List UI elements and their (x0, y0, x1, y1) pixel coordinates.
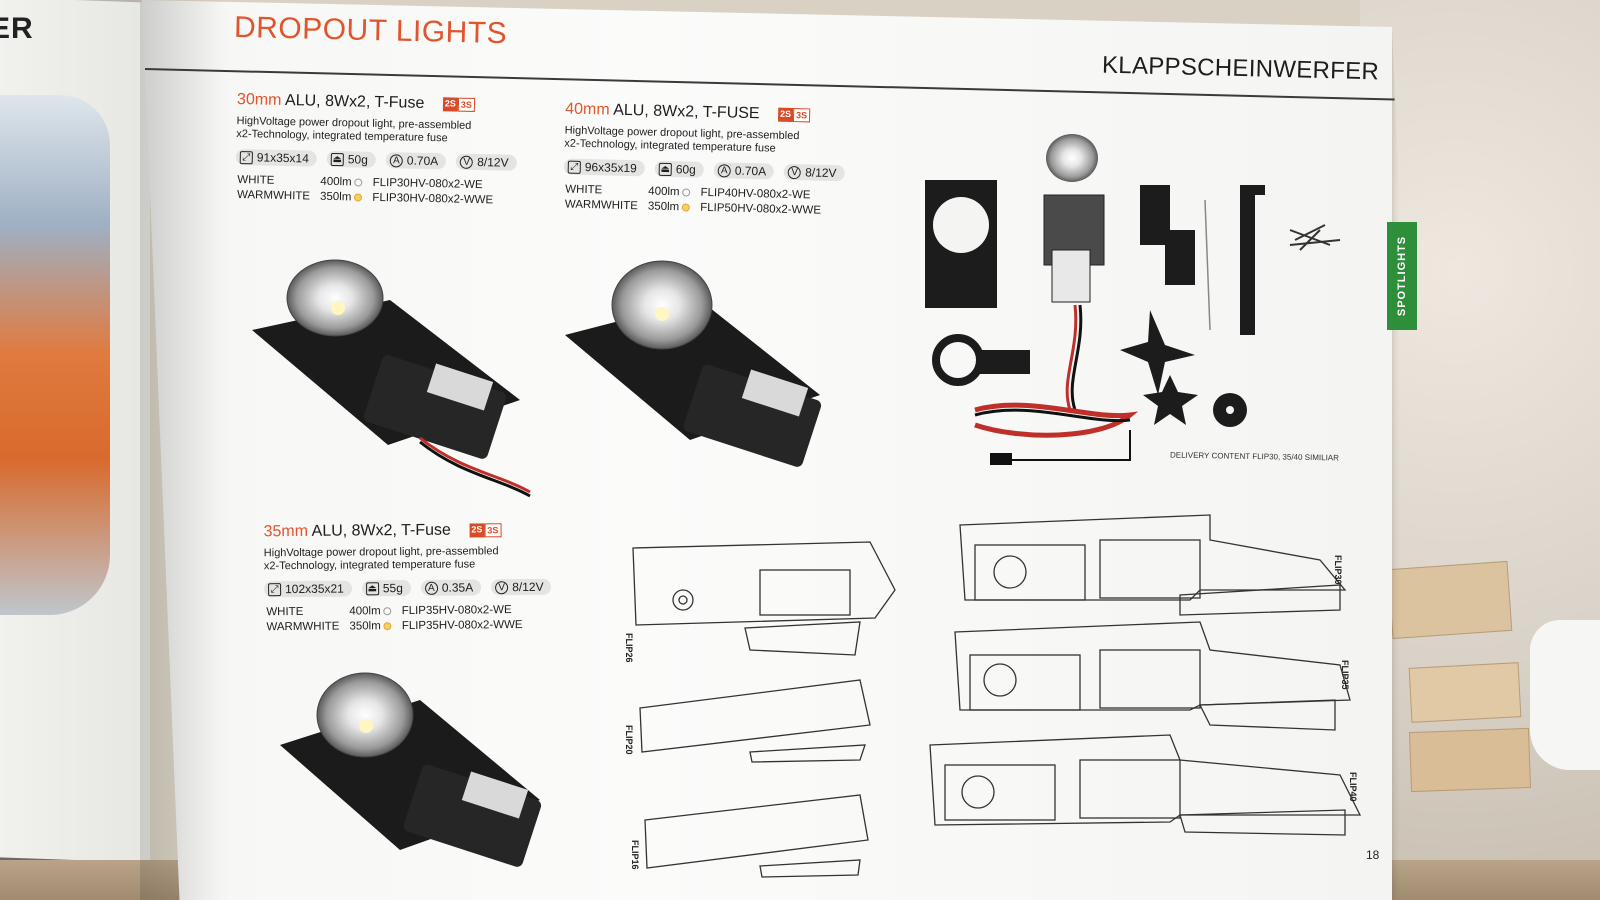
page-spine-shadow (140, 0, 230, 900)
drawing-flip35 (954, 621, 1351, 711)
drawing-flip20 (639, 679, 871, 753)
product-photo-flip30 (252, 259, 531, 498)
label-flip26: FLIP26 (624, 633, 634, 663)
left-page-heading-fragment: ER (0, 12, 34, 45)
delivery-contents (925, 134, 1341, 465)
label-flip30: FLIP30 (1333, 555, 1343, 585)
paper-roll (1530, 620, 1600, 770)
label-flip40: FLIP40 (1348, 772, 1358, 802)
spotlights-tab: SPOTLIGHTS (1387, 222, 1417, 330)
label-flip20: FLIP20 (624, 725, 634, 755)
drawing-flip16 (644, 794, 869, 869)
label-flip35: FLIP35 (1340, 660, 1350, 690)
drawing-flip40 (929, 734, 1362, 826)
left-page-photo (0, 95, 110, 615)
technical-drawings (632, 514, 1362, 878)
product-photo-flip40 (565, 260, 822, 467)
drawing-flip26 (632, 541, 896, 626)
label-flip16: FLIP16 (630, 840, 640, 870)
product-photo-flip35 (280, 672, 542, 867)
page-number: 18 (1366, 848, 1380, 862)
